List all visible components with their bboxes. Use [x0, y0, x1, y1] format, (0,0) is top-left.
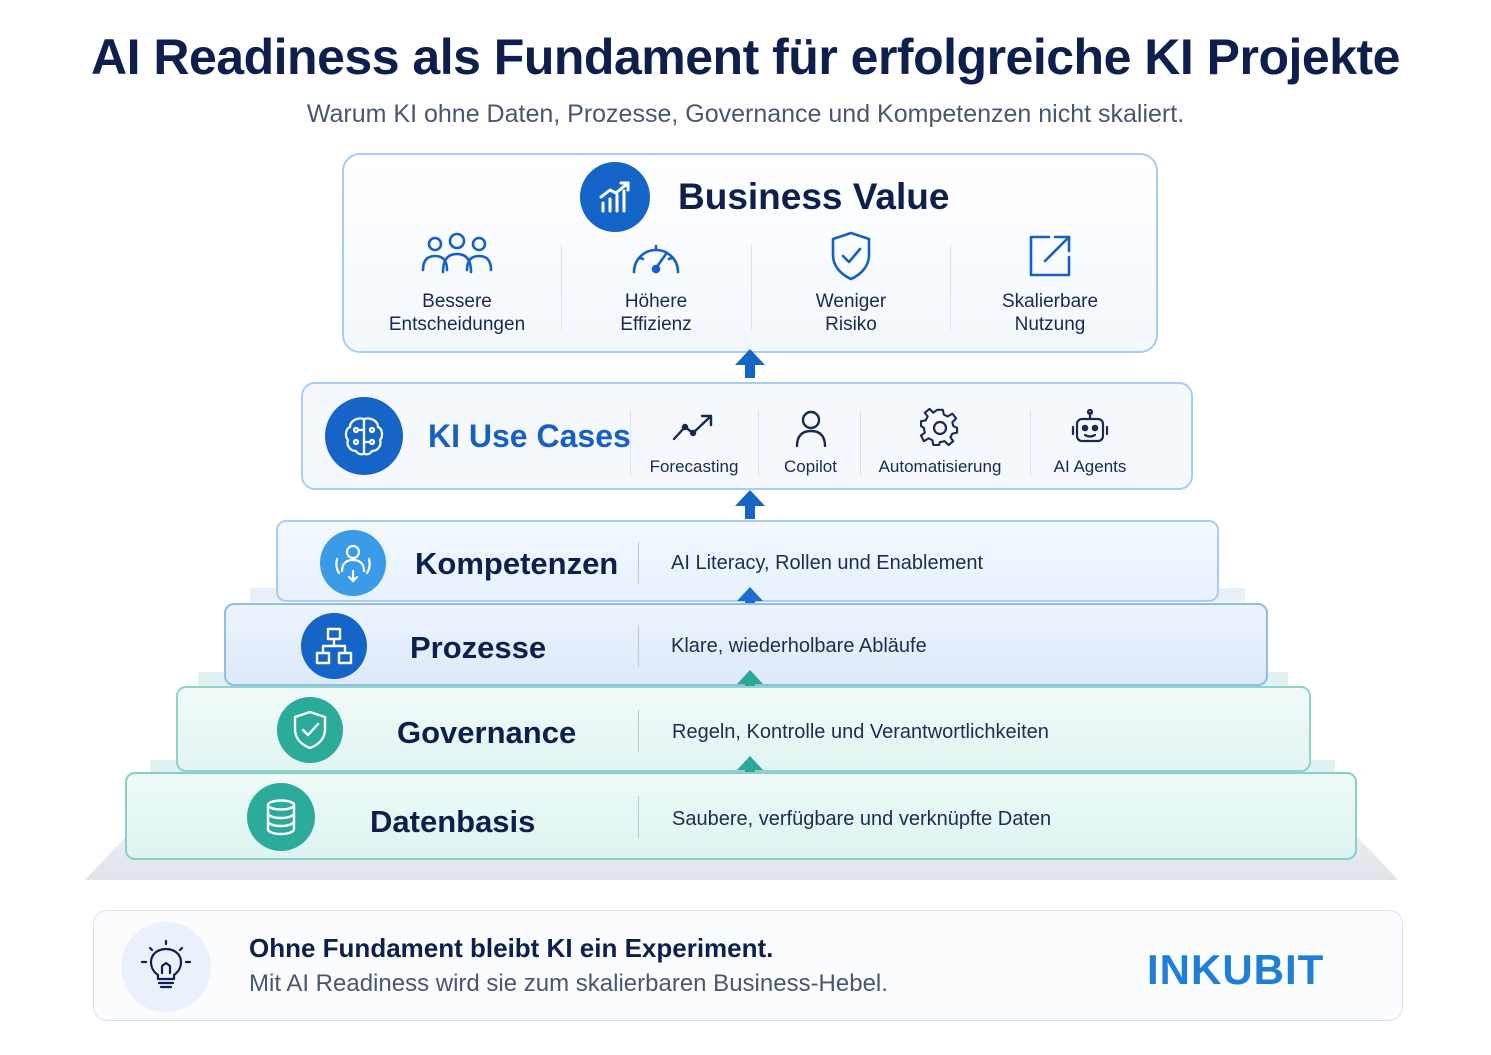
benefit-scalable: Skalierbare Nutzung: [955, 228, 1145, 336]
divider: [638, 542, 639, 584]
benefit-line1: Bessere: [422, 291, 492, 312]
use-cases-card: [301, 382, 1193, 490]
layer-description: Saubere, verfügbare und verknüpfte Daten: [672, 808, 1052, 830]
bottom-banner: [93, 910, 1403, 1021]
use-case-label: Forecasting: [649, 457, 739, 476]
person-icon: [763, 405, 858, 451]
people-group-icon: [362, 228, 552, 284]
divider: [860, 410, 861, 476]
arrow-up-icon: [737, 587, 763, 613]
speedometer-icon: [561, 228, 751, 284]
benefit-risk: Weniger Risiko: [756, 228, 946, 336]
arrow-up-icon: [737, 670, 763, 696]
business-value-card: [342, 153, 1158, 353]
divider: [630, 410, 631, 476]
divider: [950, 245, 951, 330]
benefit-efficiency: Höhere Effizienz: [561, 228, 751, 336]
business-value-label: Business Value: [678, 176, 950, 217]
shield-check-icon: [277, 697, 343, 763]
benefit-decisions: Bessere Entscheidungen: [362, 228, 552, 336]
divider: [751, 245, 752, 330]
divider: [1030, 410, 1031, 476]
divider: [638, 625, 639, 667]
divider: [638, 710, 639, 752]
trend-line-icon: [640, 405, 748, 451]
layer-name: Kompetenzen: [415, 546, 619, 581]
person-learning-icon: [320, 530, 386, 596]
benefit-line2: Nutzung: [1014, 314, 1086, 335]
use-case-label: Automatisierung: [878, 457, 1002, 476]
database-icon: [247, 783, 315, 851]
arrow-up-icon: [735, 349, 765, 378]
benefit-line1: Skalierbare: [1001, 291, 1099, 312]
layer-name: Prozesse: [410, 630, 547, 665]
brand-logo: INKUBIT: [1147, 946, 1325, 993]
layer-description: Klare, wiederholbare Abläufe: [671, 635, 927, 657]
banner-headline: Ohne Fundament bleibt KI ein Experiment.: [249, 933, 774, 963]
business-value-header: Business Value: [580, 162, 949, 232]
process-flow-icon: [301, 613, 367, 679]
divider: [758, 410, 759, 476]
gear-icon: [866, 405, 1014, 451]
layer-name: Datenbasis: [370, 804, 536, 839]
use-cases-title: KI Use Cases: [428, 418, 631, 454]
shield-check-icon: [756, 228, 946, 284]
page-subtitle: Warum KI ohne Daten, Prozesse, Governanc…: [306, 100, 1185, 128]
lightbulb-icon: [121, 922, 211, 1012]
divider: [638, 796, 639, 838]
arrow-up-icon: [737, 756, 763, 782]
use-case-label: Copilot: [784, 457, 837, 476]
use-case-label: AI Agents: [1053, 457, 1127, 476]
benefit-line2: Entscheidungen: [388, 314, 526, 335]
layer-kompetenzen: Kompetenzen AI Literacy, Rollen und Enab…: [276, 520, 1219, 602]
benefit-line1: Weniger: [815, 291, 887, 312]
layer-description: Regeln, Kontrolle und Verantwortlichkeit…: [672, 721, 1049, 743]
benefit-line2: Risiko: [825, 314, 877, 335]
arrow-up-icon: [735, 490, 765, 519]
robot-icon: [1040, 405, 1140, 451]
use-case-forecasting: Forecasting: [640, 405, 748, 477]
page-title: AI Readiness als Fundament für erfolgrei…: [91, 29, 1400, 85]
use-case-agents: AI Agents: [1040, 405, 1140, 477]
benefit-line2: Effizienz: [620, 314, 692, 335]
chart-growth-icon: [580, 162, 650, 232]
use-case-automation: Automatisierung: [866, 405, 1014, 477]
benefit-line1: Höhere: [624, 291, 688, 312]
banner-text: Mit AI Readiness wird sie zum skalierbar…: [249, 970, 888, 997]
external-scale-icon: [955, 228, 1145, 284]
layer-prozesse: Prozesse Klare, wiederholbare Abläufe: [224, 603, 1268, 686]
brain-circuit-icon: [325, 397, 403, 475]
layer-name: Governance: [397, 715, 577, 750]
use-case-copilot: Copilot: [763, 405, 858, 477]
layer-datenbasis: Datenbasis Saubere, verfügbare und verkn…: [125, 772, 1357, 860]
layer-governance: Governance Regeln, Kontrolle und Verantw…: [176, 686, 1311, 772]
divider: [561, 245, 562, 330]
layer-description: AI Literacy, Rollen und Enablement: [671, 552, 984, 574]
